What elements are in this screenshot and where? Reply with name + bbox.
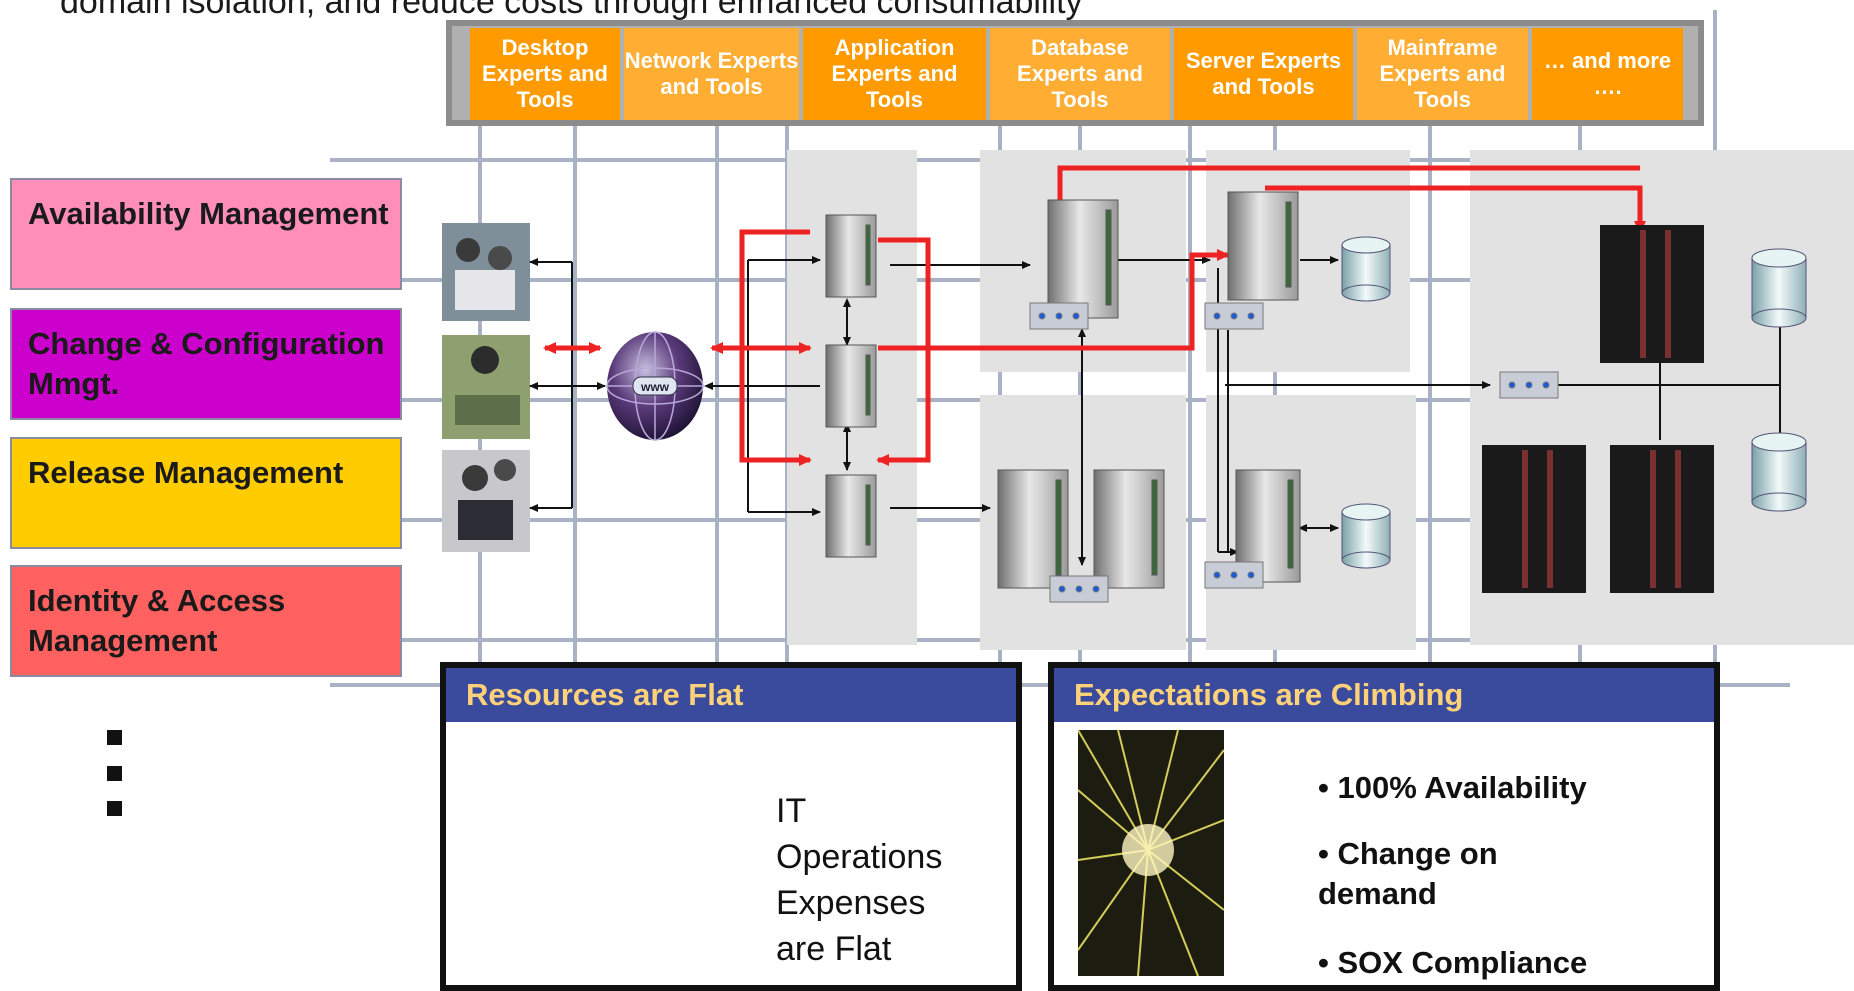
app-server-1 xyxy=(825,214,877,298)
expert-tools-cell: Desktop Experts and Tools xyxy=(470,28,620,120)
expert-tools-cell: Network Experts and Tools xyxy=(624,28,799,120)
resources-line-3: Expenses xyxy=(776,884,926,922)
db-server-top xyxy=(1047,199,1119,319)
hub-1 xyxy=(1029,302,1089,330)
expert-tools-cell: Application Experts and Tools xyxy=(803,28,986,120)
server-top-right xyxy=(1227,191,1299,301)
db-server-bottom-1 xyxy=(997,469,1069,589)
network-hub-icons xyxy=(1029,302,1559,603)
expert-tools-cell: Database Experts and Tools xyxy=(990,28,1170,120)
process-box: Availability Management xyxy=(10,178,402,290)
hub-4 xyxy=(1204,561,1264,589)
resources-line-4: are Flat xyxy=(776,930,892,968)
expectations-panel: Expectations are Climbing • 100% Availab… xyxy=(1048,662,1720,991)
database-bottom xyxy=(1341,503,1391,569)
resources-panel: Resources are Flat IT Operations Expense… xyxy=(440,662,1022,991)
internet-globe-icon: www xyxy=(606,331,704,441)
ellipsis-dot-1 xyxy=(107,730,122,745)
resources-panel-title: Resources are Flat xyxy=(446,668,1016,722)
expert-tools-cell: Mainframe Experts and Tools xyxy=(1357,28,1528,120)
db-server-bottom-2 xyxy=(1093,469,1165,589)
mainframe-bottom-left xyxy=(1482,445,1586,593)
hub-5 xyxy=(1499,371,1559,399)
resources-panel-body: IT Operations Expenses are Flat xyxy=(776,788,942,972)
resources-line-2: Operations xyxy=(776,838,943,876)
bullet-availability: • 100% Availability xyxy=(1318,770,1587,805)
app-server-3 xyxy=(825,474,877,558)
resources-line-1: IT xyxy=(776,792,807,830)
process-box: Release Management xyxy=(10,437,402,549)
mainframe-top xyxy=(1600,225,1704,363)
hub-2 xyxy=(1204,302,1264,330)
mainframe-icons xyxy=(1482,225,1714,593)
ellipsis-dot-2 xyxy=(107,766,122,781)
globe-label: www xyxy=(640,380,670,394)
expert-tools-cell: Server Experts and Tools xyxy=(1174,28,1353,120)
app-server-2 xyxy=(825,344,877,428)
database-mainframe-1 xyxy=(1751,248,1807,328)
expectations-panel-title: Expectations are Climbing xyxy=(1054,668,1714,722)
headline-text: domain isolation, and reduce costs throu… xyxy=(60,0,1083,21)
database-top xyxy=(1341,236,1391,302)
climbing-image xyxy=(1078,730,1224,976)
database-icons xyxy=(1341,236,1807,569)
ellipsis-dot-3 xyxy=(107,801,122,816)
people-photos xyxy=(442,223,530,552)
hub-3 xyxy=(1049,575,1109,603)
bullet-change: • Change on demand xyxy=(1318,836,1498,911)
bullet-sox: • SOX Compliance xyxy=(1318,945,1588,980)
database-mainframe-2 xyxy=(1751,432,1807,512)
process-box: Identity & Access Management xyxy=(10,565,402,677)
process-box: Change & Configuration Mmgt. xyxy=(10,308,402,420)
mainframe-bottom-right xyxy=(1610,445,1714,593)
expert-tools-cell: … and more …. xyxy=(1532,28,1683,120)
